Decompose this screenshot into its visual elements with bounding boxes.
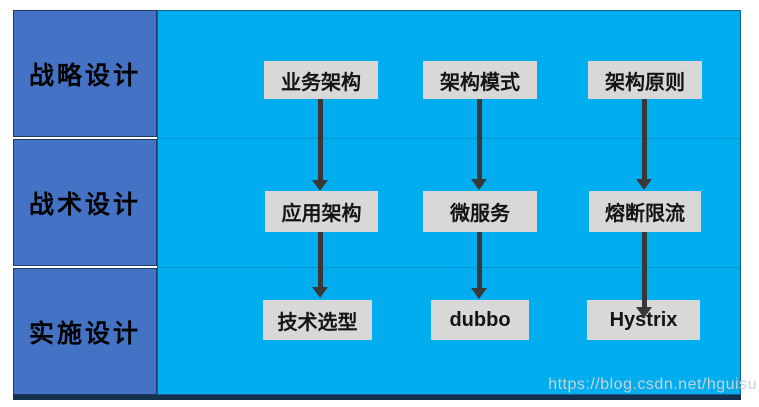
node-architecture-principle: 架构原则 <box>588 61 702 99</box>
down-arrow-head-icon <box>636 179 652 190</box>
sidebar-row-tactical-design: 战术设计 <box>13 139 157 266</box>
down-arrow-head-icon <box>471 179 487 190</box>
node-microservice: 微服务 <box>423 191 537 232</box>
watermark: https://blog.csdn.net/hguisu <box>548 376 757 393</box>
node-dubbo: dubbo <box>431 300 529 340</box>
node-business-architecture: 业务架构 <box>264 61 378 99</box>
row-divider <box>158 267 740 268</box>
bottom-border <box>13 395 741 400</box>
down-arrow-col1-row1 <box>318 99 323 180</box>
sidebar-row-label: 战略设计 <box>28 62 141 90</box>
down-arrow-head-icon <box>312 180 328 191</box>
row-divider <box>158 138 740 139</box>
down-arrow-head-icon <box>636 307 652 318</box>
sidebar-row-label: 战术设计 <box>28 191 141 219</box>
down-arrow-col2-row2 <box>477 232 482 288</box>
down-arrow-head-icon <box>312 287 328 298</box>
down-arrow-col3-row2 <box>642 232 647 307</box>
sidebar-row-implementation-design: 实施设计 <box>13 268 157 395</box>
node-application-architecture: 应用架构 <box>265 191 378 232</box>
down-arrow-col1-row2 <box>318 232 323 287</box>
node-technology-selection: 技术选型 <box>263 300 372 340</box>
down-arrow-col2-row1 <box>477 99 482 179</box>
sidebar-row-strategic-design: 战略设计 <box>13 10 157 137</box>
down-arrow-head-icon <box>471 288 487 299</box>
node-architecture-pattern: 架构模式 <box>423 61 537 99</box>
down-arrow-col3-row1 <box>642 99 647 179</box>
sidebar-row-label: 实施设计 <box>28 320 141 348</box>
node-circuit-breaker-rate-limit: 熔断限流 <box>589 191 701 232</box>
